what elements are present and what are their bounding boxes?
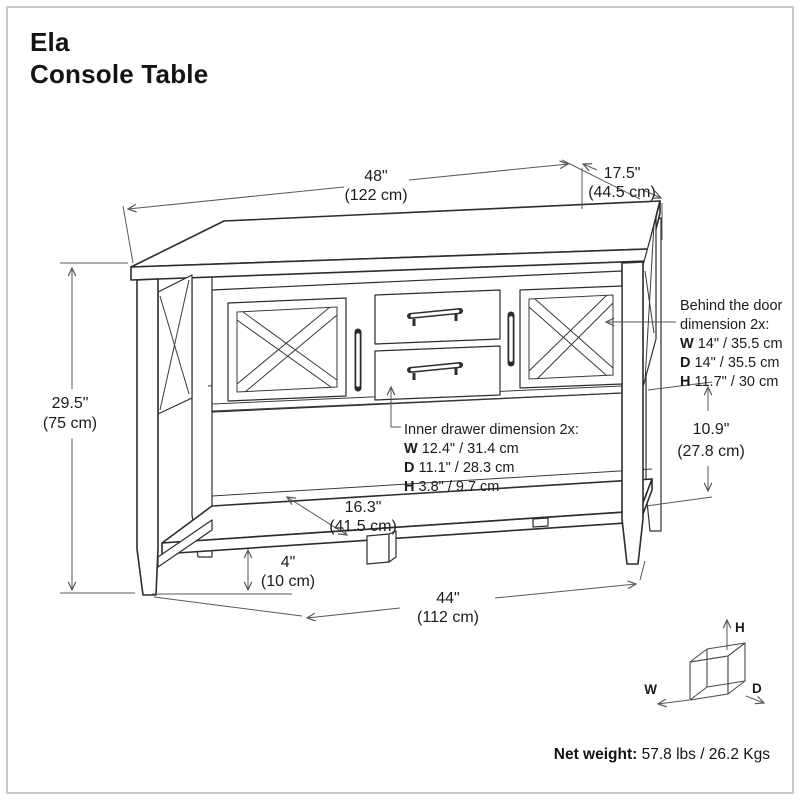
left-door-frame bbox=[227, 297, 347, 402]
behind-door-title-1: Behind the door bbox=[680, 298, 783, 314]
opening-ext-top bbox=[647, 381, 713, 391]
shelf-depth-dim bbox=[287, 497, 347, 535]
product-type: Console Table bbox=[30, 59, 209, 89]
drawer-bottom-handle-mounts bbox=[412, 368, 458, 380]
net-weight: Net weight: 57.8 lbs / 26.2 Kgs bbox=[554, 746, 770, 764]
inner-drawer-h-val: 3.8" / 9.7 cm bbox=[418, 479, 500, 495]
inner-drawer-title: Inner drawer dimension 2x: bbox=[404, 422, 579, 438]
dim-depth-cm: (44.5 cm) bbox=[588, 184, 656, 201]
drawer-bottom bbox=[374, 345, 501, 401]
inner-drawer-h-key: H bbox=[404, 479, 415, 495]
center-support-side bbox=[388, 530, 397, 563]
dim-legspan-in: 44" bbox=[436, 590, 459, 607]
front-left-leg bbox=[136, 278, 159, 596]
inner-drawer-d-val: 11.1" / 28.3 cm bbox=[418, 460, 515, 476]
page-title: Ela Console Table bbox=[30, 26, 208, 90]
behind-door-d-val: 14" / 35.5 cm bbox=[694, 355, 780, 371]
cube-right-face bbox=[727, 642, 746, 695]
dim-width-cm: (122 cm) bbox=[344, 187, 407, 204]
dimension-lines bbox=[60, 159, 713, 618]
left-side-x bbox=[159, 279, 190, 411]
cube-front-face bbox=[689, 655, 729, 701]
inner-drawer-w-key: W bbox=[404, 441, 418, 457]
shelf-notch bbox=[532, 517, 549, 528]
opening-ext-bottom bbox=[645, 496, 713, 507]
front-right-leg bbox=[621, 261, 644, 565]
drawer-top-front bbox=[374, 289, 501, 345]
dimension-labels: 48" (122 cm) 17.5" (44.5 cm) 29.5" (75 c… bbox=[43, 165, 745, 626]
legspan-ext-left bbox=[153, 596, 303, 617]
orientation-cube: H W D bbox=[644, 620, 764, 704]
dim-shelf-height-cm: (10 cm) bbox=[261, 573, 315, 590]
depth-dim-left bbox=[583, 164, 598, 170]
dim-shelf-depth-in: 16.3" bbox=[345, 499, 382, 516]
right-door-inner-frame bbox=[528, 294, 614, 380]
cube-w-label: W bbox=[644, 682, 657, 697]
left-door-inner-frame bbox=[236, 306, 338, 393]
console-table-drawing bbox=[130, 200, 662, 596]
drawer-top bbox=[374, 289, 501, 345]
dim-legspan-cm: (112 cm) bbox=[417, 609, 479, 626]
dim-height-cm: (75 cm) bbox=[43, 415, 97, 432]
drawer-bottom-handle-face bbox=[410, 363, 460, 372]
dim-shelf-height-in: 4" bbox=[281, 554, 296, 571]
behind-door-h-val: 11.7" / 30 cm bbox=[694, 374, 779, 390]
inner-drawer-d-key: D bbox=[404, 460, 415, 476]
dim-depth-in: 17.5" bbox=[604, 165, 641, 182]
behind-door-d-key: D bbox=[680, 355, 691, 371]
dim-height-in: 29.5" bbox=[52, 395, 89, 412]
width-ext-right bbox=[561, 159, 641, 200]
drawer-bottom-front bbox=[374, 345, 501, 401]
legspan-ext-right bbox=[639, 560, 646, 581]
right-door-x bbox=[528, 294, 614, 380]
legspan-dim-right bbox=[494, 584, 636, 599]
cube-top-face bbox=[689, 642, 746, 663]
inner-drawer-w-val: 12.4" / 31.4 cm bbox=[421, 441, 519, 457]
cube-h-label: H bbox=[735, 620, 745, 635]
inner-drawer-leader bbox=[391, 387, 401, 428]
dim-opening-cm: (27.8 cm) bbox=[677, 443, 745, 460]
right-side-x bbox=[644, 223, 655, 382]
product-name: Ela bbox=[30, 27, 70, 57]
net-weight-label: Net weight: bbox=[553, 746, 638, 763]
legspan-dim-left bbox=[307, 607, 401, 618]
cube-d-label: D bbox=[752, 681, 762, 696]
behind-door-w-val: 14" / 35.5 cm bbox=[697, 336, 783, 352]
left-door-x bbox=[236, 306, 338, 393]
behind-door-h-key: H bbox=[680, 374, 691, 390]
width-ext-left bbox=[122, 205, 134, 264]
drawer-top-handle-face bbox=[410, 309, 460, 318]
width-dim-right bbox=[408, 164, 568, 181]
cube-w-axis bbox=[658, 700, 690, 704]
net-weight-value: 57.8 lbs / 26.2 Kgs bbox=[637, 746, 770, 763]
behind-door-w-key: W bbox=[680, 336, 694, 352]
dim-shelf-depth-cm: (41.5 cm) bbox=[329, 518, 397, 535]
left-door bbox=[227, 297, 362, 402]
dim-opening-in: 10.9" bbox=[693, 421, 730, 438]
depth-dim-right bbox=[642, 189, 661, 198]
center-support bbox=[366, 533, 390, 565]
shelf-back-rail bbox=[211, 468, 653, 497]
behind-door-title-2: dimension 2x: bbox=[680, 317, 770, 333]
cube-hidden-edges bbox=[689, 649, 746, 701]
width-dim-left bbox=[128, 186, 345, 209]
right-door bbox=[507, 285, 623, 389]
cube-d-axis bbox=[745, 695, 764, 703]
right-door-frame bbox=[519, 285, 623, 389]
drawer-top-handle-mounts bbox=[412, 314, 458, 326]
dim-width-in: 48" bbox=[364, 168, 387, 185]
